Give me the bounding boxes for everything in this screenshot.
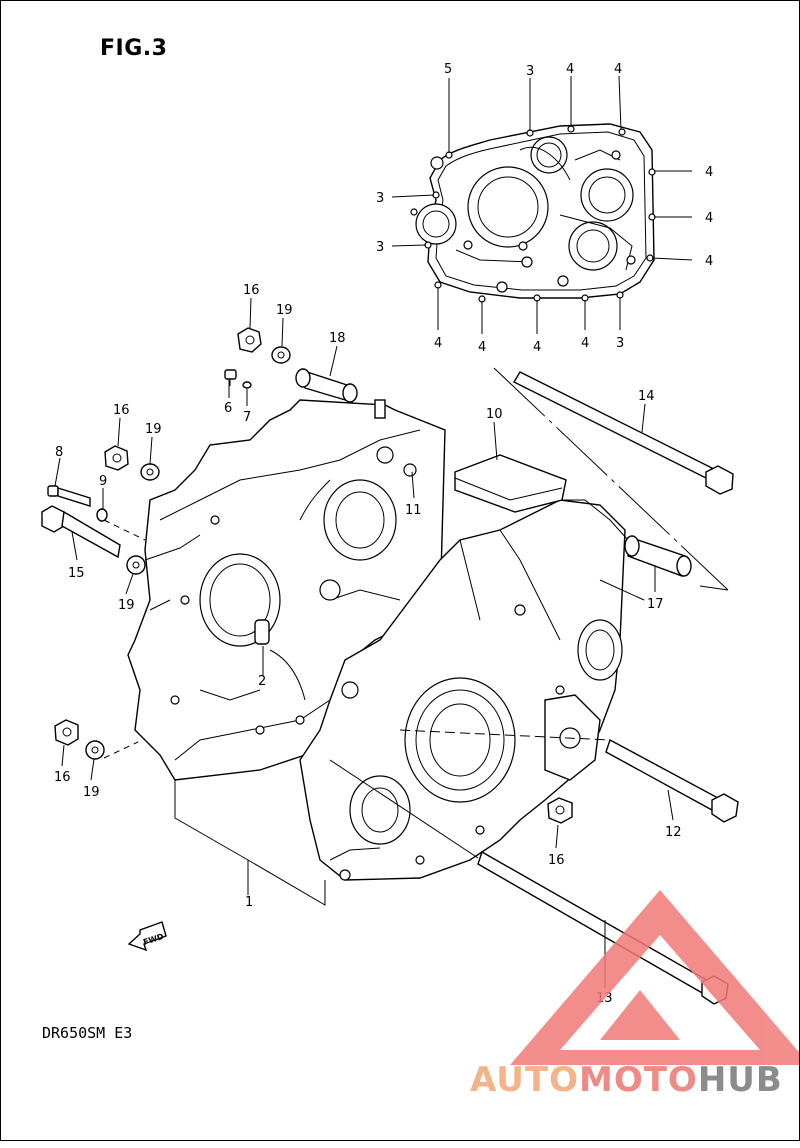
watermark-auto: AUTO — [470, 1060, 579, 1100]
callout-19-lower: 19 — [83, 785, 100, 800]
callout-labels: 1 2 16 19 18 6 7 16 19 8 9 15 19 16 19 1… — [54, 62, 713, 1006]
callout-2: 2 — [258, 674, 266, 689]
watermark-text: AUTOMOTOHUB — [470, 1060, 783, 1100]
callout-19-left: 19 — [145, 422, 162, 437]
callout-8: 8 — [55, 445, 63, 460]
gasket-callout-bottom-0: 4 — [434, 336, 442, 351]
watermark-moto: MOTO — [578, 1060, 698, 1100]
gasket-callout-left-1: 3 — [376, 240, 384, 255]
callout-6: 6 — [224, 401, 232, 416]
nut-16-lower — [54, 719, 79, 746]
nut-16-left — [104, 445, 129, 471]
leader-lines — [54, 297, 729, 988]
gasket-packet-10 — [454, 454, 567, 513]
callout-14: 14 — [638, 389, 655, 404]
callout-17: 17 — [647, 597, 664, 612]
callout-16-lower: 16 — [54, 770, 71, 785]
washer-19-mid — [126, 555, 146, 575]
gasket-callout-bottom-3: 4 — [581, 336, 589, 351]
callout-10: 10 — [486, 407, 503, 422]
callout-16-top: 16 — [243, 283, 260, 298]
gasket-callout-top-3: 4 — [614, 62, 622, 77]
gasket-callout-bottom-4: 3 — [616, 336, 624, 351]
washer-19-lower — [85, 740, 105, 760]
callout-1: 1 — [245, 895, 253, 910]
washer-19-top — [271, 346, 291, 364]
model-label: DR650SM E3 — [42, 1024, 133, 1042]
bolt-12 — [605, 738, 739, 823]
crankcase-right-half — [299, 499, 629, 881]
gasket-callout-right-2: 4 — [705, 254, 713, 269]
callout-11: 11 — [405, 503, 422, 518]
nut-16-right — [547, 797, 573, 824]
callout-9: 9 — [99, 474, 107, 489]
gasket-callout-bottom-2: 4 — [533, 340, 541, 355]
callout-15: 15 — [68, 566, 85, 581]
callout-7: 7 — [243, 410, 251, 425]
crankcase-left-half — [127, 399, 446, 781]
watermark-logo — [510, 890, 800, 1065]
callout-18: 18 — [329, 331, 346, 346]
callout-12: 12 — [665, 825, 682, 840]
callout-16-right: 16 — [548, 853, 565, 868]
screw-6 — [224, 369, 237, 386]
gasket-callout-right-1: 4 — [705, 211, 713, 226]
callout-19-mid: 19 — [118, 598, 135, 613]
pin-17 — [624, 535, 692, 577]
callout-16-left: 16 — [113, 403, 130, 418]
callout-19-top: 19 — [276, 303, 293, 318]
fwd-arrow: FWD — [127, 921, 167, 952]
pin-18 — [295, 368, 358, 404]
washer-19-left — [140, 463, 160, 481]
gasket — [410, 123, 656, 303]
gasket-callout-left-0: 3 — [376, 191, 384, 206]
watermark-hub: HUB — [697, 1060, 783, 1100]
gasket-leader-lines — [391, 75, 693, 334]
washer-9 — [96, 508, 108, 522]
gasket-callout-right-0: 4 — [705, 165, 713, 180]
gasket-callout-top-0: 5 — [444, 62, 452, 77]
oring-7 — [242, 381, 252, 389]
gasket-callout-top-2: 4 — [566, 62, 574, 77]
figure-title: FIG.3 — [100, 36, 168, 61]
gasket-callout-top-1: 3 — [526, 64, 534, 79]
gasket-callout-bottom-1: 4 — [478, 340, 486, 355]
bolt-8 — [47, 485, 91, 507]
nut-16-top — [237, 327, 262, 353]
bolt-15 — [41, 505, 121, 559]
bolt-14 — [513, 371, 734, 495]
